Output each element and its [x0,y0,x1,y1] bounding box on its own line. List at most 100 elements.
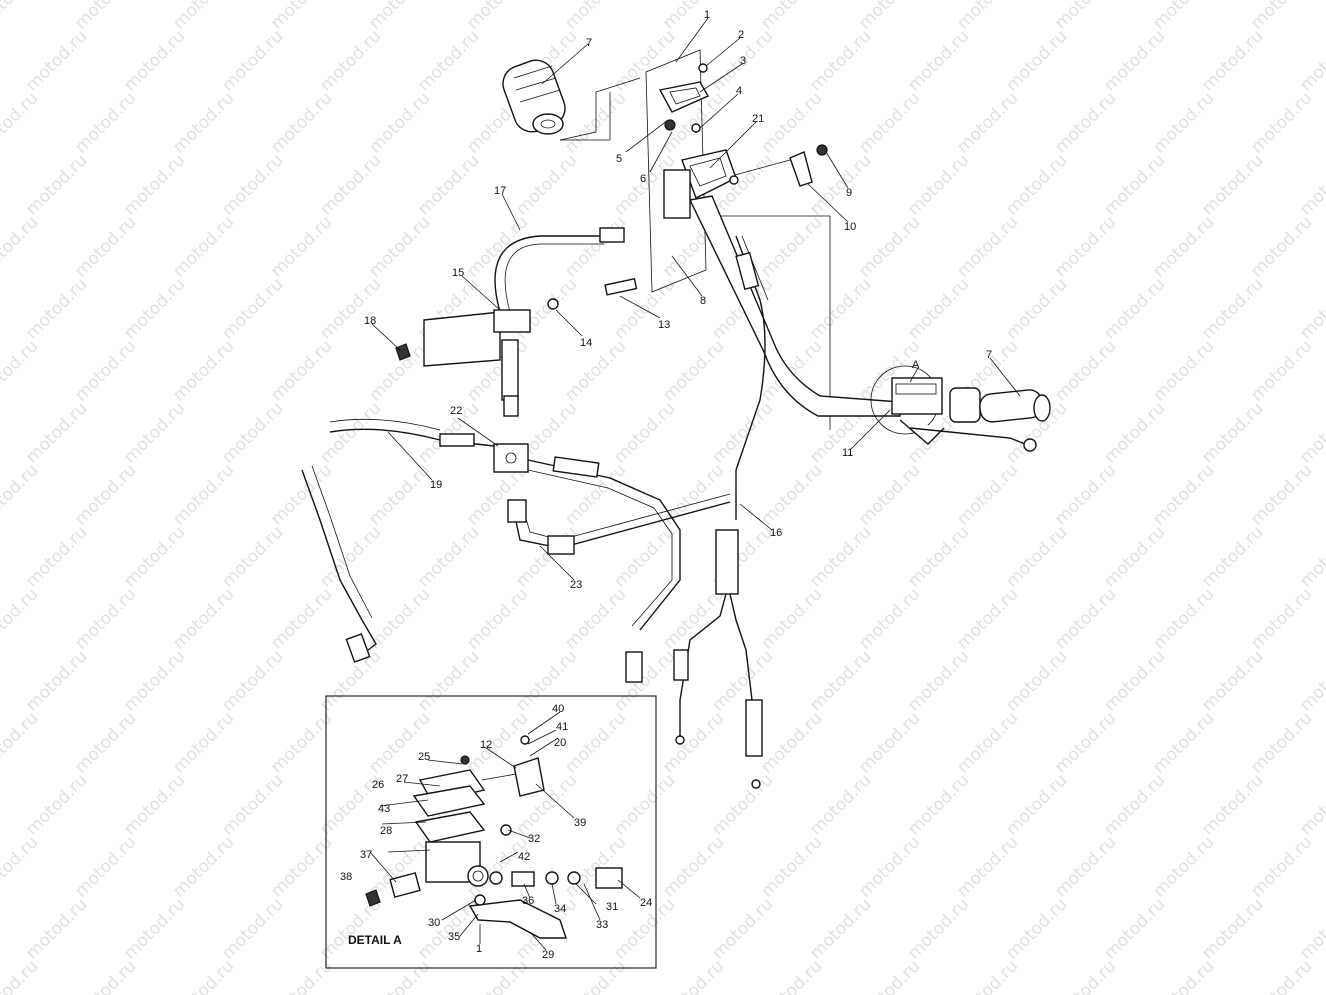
watermark-text: motod.ru [953,832,1022,901]
mounting-plate [645,49,707,293]
part-labels: 1 2 3 4 5 6 7 7 8 9 10 11 12 13 14 15 16… [340,9,992,961]
watermark-text: motod.ru [365,460,434,529]
watermark-text: motod.ru [610,522,679,591]
label-18: 18 [364,315,376,327]
label-17: 17 [494,185,506,197]
leader-lines [369,17,1021,951]
label-37: 37 [360,849,372,861]
watermark-text: motod.ru [71,584,140,653]
watermark-text: motod.ru [365,708,434,777]
watermark-text: motod.ru [1296,646,1326,715]
watermark-text: motod.ru [0,212,42,281]
watermark-text: motod.ru [855,708,924,777]
watermark-text: motod.ru [1296,150,1326,219]
watermark-text: motod.ru [1051,956,1120,995]
watermark-text: motod.ru [0,832,42,901]
label-8: 8 [700,295,706,307]
watermark-text: motod.ru [1296,770,1326,839]
watermark-text: motod.ru [267,88,336,157]
watermark-text: motod.ru [953,88,1022,157]
watermark-text: motod.ru [855,88,924,157]
detail-title: DETAIL A [348,933,402,947]
watermark-text: motod.ru [218,150,287,219]
watermark-text: motod.ru [463,212,532,281]
brake-junction [493,443,529,473]
watermark-text: motod.ru [365,212,434,281]
label-31: 31 [606,901,618,913]
watermark-text: motod.ru [120,646,189,715]
watermark-text: motod.ru [22,26,91,95]
watermark-text: motod.ru [561,708,630,777]
watermark-text: motod.ru [1296,398,1326,467]
watermark-text: motod.ru [757,212,826,281]
watermark-text: motod.ru [1002,894,1071,963]
watermark-text: motod.ru [1149,832,1218,901]
watermark-text: motod.ru [1100,770,1169,839]
label-23: 23 [570,579,582,591]
label-15: 15 [452,267,464,279]
watermark-text: motod.ru [0,88,42,157]
cable-16 [673,470,763,789]
watermark-text: motod.ru [365,0,434,34]
watermark-text: motod.ru [806,770,875,839]
watermark-text: motod.ru [267,584,336,653]
watermark-text: motod.ru [169,832,238,901]
watermark-text: motod.ru [1198,398,1267,467]
watermark-text: motod.ru [71,336,140,405]
watermark-text: motod.ru [1100,646,1169,715]
label-14: 14 [580,337,592,349]
watermark-text: motod.ru [953,956,1022,995]
watermark-text: motod.ru [120,522,189,591]
watermark-text: motod.ru [904,894,973,963]
watermark-text: motod.ru [316,150,385,219]
watermark-text: motod.ru [316,522,385,591]
watermark-text: motod.ru [1247,0,1316,34]
watermark-text: motod.ru [708,770,777,839]
label-29: 29 [542,949,554,961]
label-4: 4 [736,85,742,97]
watermark-text: motod.ru [1247,956,1316,995]
watermark-text: motod.ru [1100,398,1169,467]
watermark-text: motod.ru [659,336,728,405]
watermark-text: motod.ru [218,26,287,95]
label-24: 24 [640,897,652,909]
label-3: 3 [740,55,746,67]
watermark-text: motod.ru [806,522,875,591]
watermark-text: motod.ru [22,646,91,715]
watermark-text: motod.ru [1149,708,1218,777]
label-39: 39 [574,817,586,829]
watermark-text: motod.ru [71,0,140,34]
watermark-text: motod.ru [169,460,238,529]
watermark-text: motod.ru [71,88,140,157]
watermark-text: motod.ru [218,770,287,839]
watermark-text: motod.ru [1247,708,1316,777]
watermark-text: motod.ru [1100,150,1169,219]
grip-guide-line-2 [560,92,611,141]
watermark-text: motod.ru [1296,894,1326,963]
label-16: 16 [770,527,782,539]
watermark-text: motod.ru [22,398,91,467]
watermark-text: motod.ru [1002,150,1071,219]
watermark-text: motod.ru [904,522,973,591]
watermark-text: motod.ru [1051,708,1120,777]
watermark-text: motod.ru [316,398,385,467]
watermark-text: motod.ru [1149,212,1218,281]
watermark-text: motod.ru [806,150,875,219]
watermark-text: motod.ru [120,894,189,963]
watermark-text: motod.ru [1002,646,1071,715]
detail-parts [365,735,623,939]
watermark-text: motod.ru [22,522,91,591]
watermark-text: motod.ru [1247,212,1316,281]
watermark-text: motod.ru [22,770,91,839]
label-33: 33 [596,919,608,931]
watermark-text: motod.ru [904,150,973,219]
watermark-text: motod.ru [855,460,924,529]
watermark-text: motod.ru [169,336,238,405]
watermark-text: motod.ru [855,832,924,901]
watermark-text: motod.ru [0,336,42,405]
label-26: 26 [372,779,384,791]
watermark-text: motod.ru [1002,274,1071,343]
watermark-text: motod.ru [757,460,826,529]
